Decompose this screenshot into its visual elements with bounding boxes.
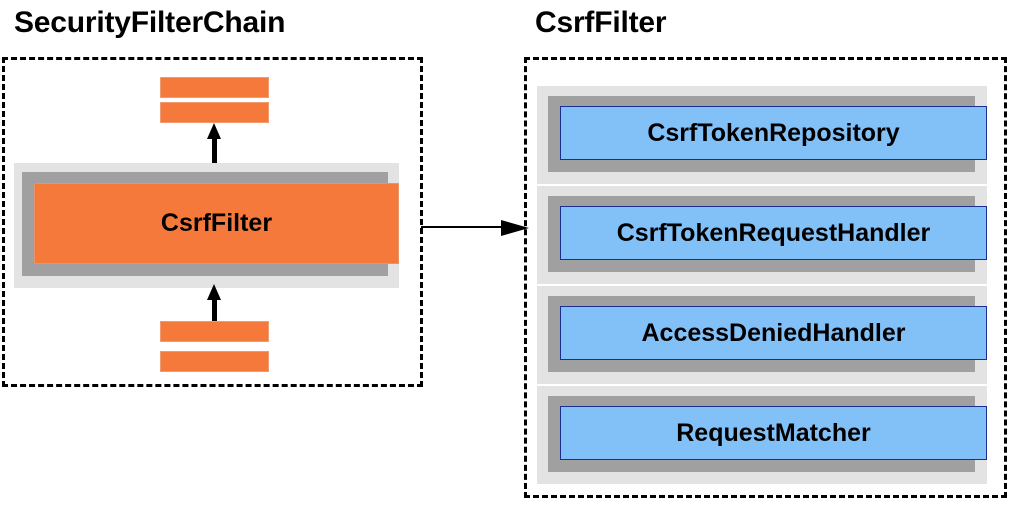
node-face: CsrfFilter xyxy=(34,183,399,264)
filter-bar-above-2 xyxy=(160,102,269,123)
node-access-denied-handler[interactable]: AccessDeniedHandler xyxy=(537,286,987,384)
node-face: AccessDeniedHandler xyxy=(560,306,987,360)
node-csrf-filter[interactable]: CsrfFilter xyxy=(14,163,399,288)
arrow-right-icon-connector xyxy=(421,220,529,236)
filter-bar-below-2 xyxy=(160,351,269,372)
node-csrf-token-repository[interactable]: CsrfTokenRepository xyxy=(537,86,987,184)
node-label: RequestMatcher xyxy=(676,418,871,447)
page-title-security-filter-chain: SecurityFilterChain xyxy=(14,6,286,39)
filter-bar-below-1 xyxy=(160,321,269,342)
filter-bar-above-1 xyxy=(160,77,269,98)
node-face: CsrfTokenRequestHandler xyxy=(560,206,987,260)
arrow-shaft xyxy=(212,298,217,328)
node-face: CsrfTokenRepository xyxy=(560,106,987,160)
node-label: CsrfTokenRequestHandler xyxy=(616,218,931,247)
node-face: RequestMatcher xyxy=(560,406,987,460)
arrow-head-right-icon xyxy=(501,220,529,236)
arrow-shaft xyxy=(212,137,217,169)
node-label: AccessDeniedHandler xyxy=(641,318,906,347)
connector-shaft xyxy=(421,226,503,228)
node-label: CsrfTokenRepository xyxy=(647,118,900,147)
node-request-matcher[interactable]: RequestMatcher xyxy=(537,386,987,484)
arrow-head-up-icon xyxy=(207,284,221,300)
page-title-csrf-filter: CsrfFilter xyxy=(535,6,667,39)
panel-security-filter-chain xyxy=(2,57,423,387)
node-csrf-token-request-handler[interactable]: CsrfTokenRequestHandler xyxy=(537,186,987,284)
node-label-csrf-filter: CsrfFilter xyxy=(160,209,273,237)
panel-csrf-filter xyxy=(524,57,1007,498)
arrow-head-up-icon xyxy=(207,123,221,139)
